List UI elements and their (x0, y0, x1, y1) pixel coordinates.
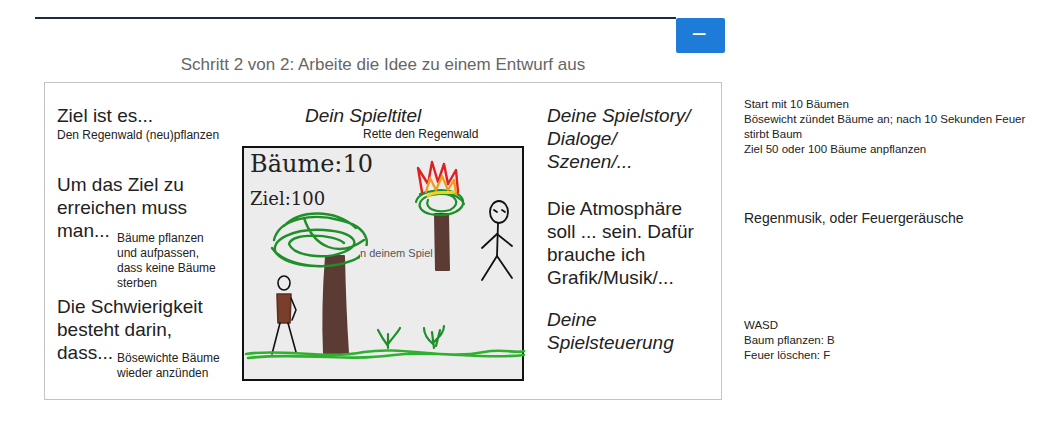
tree-crown (272, 214, 367, 267)
slide-panel: Ziel ist es...Den Regenwald (neu)pflanze… (44, 82, 722, 400)
side-note: Start mit 10 Bäumen (744, 97, 1044, 112)
side-note: WASD (744, 318, 1044, 333)
prompt-heading: Die Atmosphäre soll ... sein. Dafür brau… (547, 197, 712, 289)
side-note: Feuer löschen: F (744, 348, 1044, 363)
villain-figure (482, 201, 512, 280)
top-rule (35, 17, 676, 19)
tree-trunk (435, 214, 449, 270)
sapling (424, 326, 444, 348)
slide-title: Schritt 2 von 2: Arbeite die Idee zu ein… (44, 54, 722, 76)
prompt-heading: Ziel ist es... (57, 104, 257, 127)
handwritten-goal: Ziel:100 (250, 188, 325, 210)
answer-text: Rette den Regenwald (363, 127, 523, 142)
game-sketch (244, 148, 526, 383)
side-note: Regenmusik, oder Feuergeräusche (744, 209, 1044, 227)
player-figure (272, 276, 296, 354)
prompt-heading: Dein Spieltitel (305, 104, 485, 127)
prompt-heading: Deine Spielsteuerung (547, 308, 672, 354)
button-symbol: − (676, 18, 722, 50)
grass (246, 350, 524, 358)
game-screen-frame: Bäume:10Ziel:100 n deinem Spiel (242, 146, 524, 381)
side-note: Baum pflanzen: B (744, 333, 1044, 348)
placeholder-text: n deinem Spiel (360, 246, 433, 260)
tree-trunk (323, 256, 348, 353)
side-note: Ziel 50 oder 100 Bäume anpflanzen (744, 142, 1044, 157)
prompt-heading: Deine Spielstory/ Dialoge/ Szenen/... (547, 104, 697, 173)
answer-text: Bäume pflanzen und aufpassen, dass keine… (117, 231, 227, 291)
fire (428, 192, 454, 196)
sapling (378, 328, 400, 348)
collapse-button: − (676, 18, 725, 53)
answer-text: Den Regenwald (neu)pflanzen (57, 128, 257, 143)
handwritten-counter: Bäume:10 (250, 150, 373, 178)
answer-text: Bösewichte Bäume wieder anzünden (117, 351, 227, 381)
side-note: Bösewicht zündet Bäume an; nach 10 Sekun… (744, 112, 1044, 142)
